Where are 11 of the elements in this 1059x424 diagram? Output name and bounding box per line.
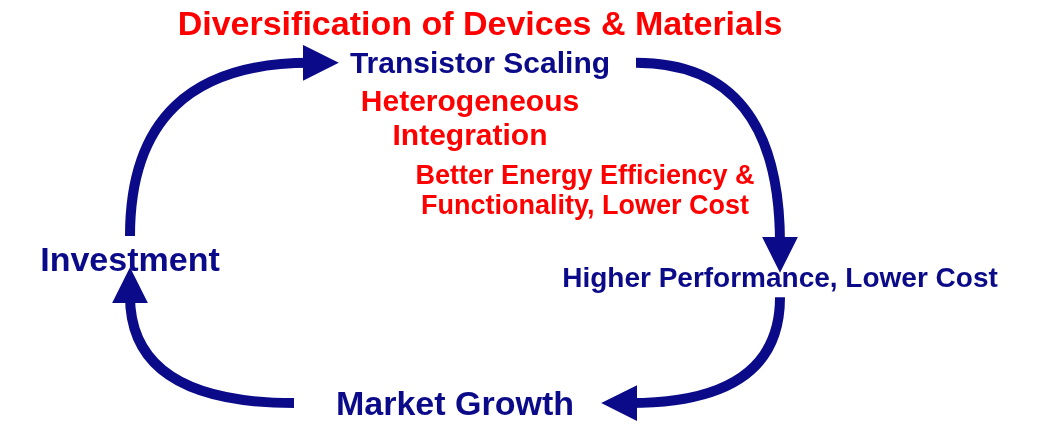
node-text: Market Growth — [300, 384, 610, 423]
curved-arrow — [112, 267, 295, 409]
curved-arrow — [125, 45, 339, 237]
node-text: Transistor Scaling — [330, 46, 630, 80]
curved-arrow — [601, 297, 785, 421]
label-text: Heterogeneous Integration — [359, 84, 581, 152]
label-text: Diversification of Devices & Materials — [176, 4, 784, 43]
curved-arrow — [635, 57, 798, 273]
node-text: Investment — [10, 240, 250, 279]
label-text: Better Energy Efficiency & Functionality, Lower Cost — [414, 160, 756, 221]
node-text: Higher Performance, Lower Cost — [555, 262, 1005, 294]
